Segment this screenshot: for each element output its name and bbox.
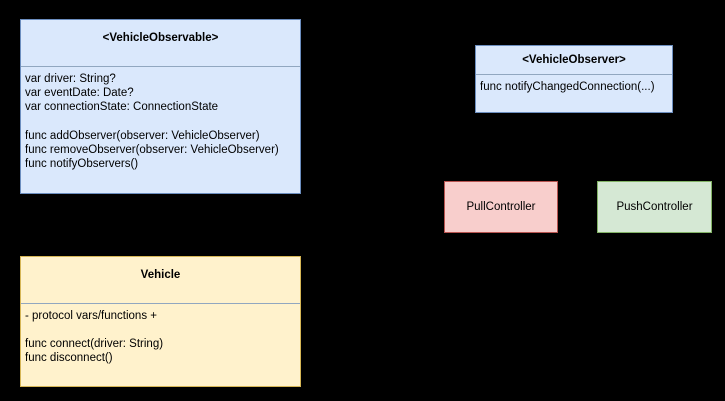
class-title-vehicle: Vehicle: [140, 269, 181, 281]
attribute-line: var driver: String?: [25, 73, 116, 85]
class-label-pull-controller: PullController: [466, 201, 536, 213]
attribute-line: var eventDate: Date?: [25, 87, 134, 100]
section-divider: [21, 303, 300, 304]
class-box-vehicle[interactable]: Vehicle - protocol vars/functions + func…: [20, 256, 301, 387]
method-line: func connect(driver: String): [25, 338, 164, 351]
class-title-vehicle-observer: <VehicleObserver>: [522, 54, 626, 66]
section-divider: [476, 74, 672, 75]
class-members-vehicle: - protocol vars/functions + func connect…: [25, 309, 296, 366]
method-line: func disconnect(): [25, 352, 113, 365]
class-box-push-controller[interactable]: PushController: [597, 181, 712, 233]
attribute-line: var connectionState: ConnectionState: [25, 101, 219, 114]
class-members-vehicle-observer: func notifyChangedConnection(...): [480, 80, 668, 94]
class-box-vehicle-observer[interactable]: <VehicleObserver> func notifyChangedConn…: [475, 45, 673, 113]
class-members-vehicle-observable: var driver: String? var eventDate: Date?…: [25, 72, 296, 171]
method-line: func notifyChangedConnection(...): [480, 81, 655, 93]
member-spacer: [25, 115, 296, 129]
class-title-vehicle-observable: <VehicleObservable>: [102, 32, 219, 44]
attribute-line: - protocol vars/functions +: [25, 310, 157, 322]
method-line: func notifyObservers(): [25, 158, 139, 171]
member-spacer: [25, 323, 296, 337]
class-box-vehicle-observable[interactable]: <VehicleObservable> var driver: String? …: [20, 19, 301, 194]
class-box-pull-controller[interactable]: PullController: [444, 181, 558, 233]
method-line: func addObserver(observer: VehicleObserv…: [25, 129, 260, 142]
class-label-push-controller: PushController: [616, 201, 693, 213]
section-divider: [21, 66, 300, 67]
method-line: func removeObserver(observer: VehicleObs…: [25, 143, 279, 156]
